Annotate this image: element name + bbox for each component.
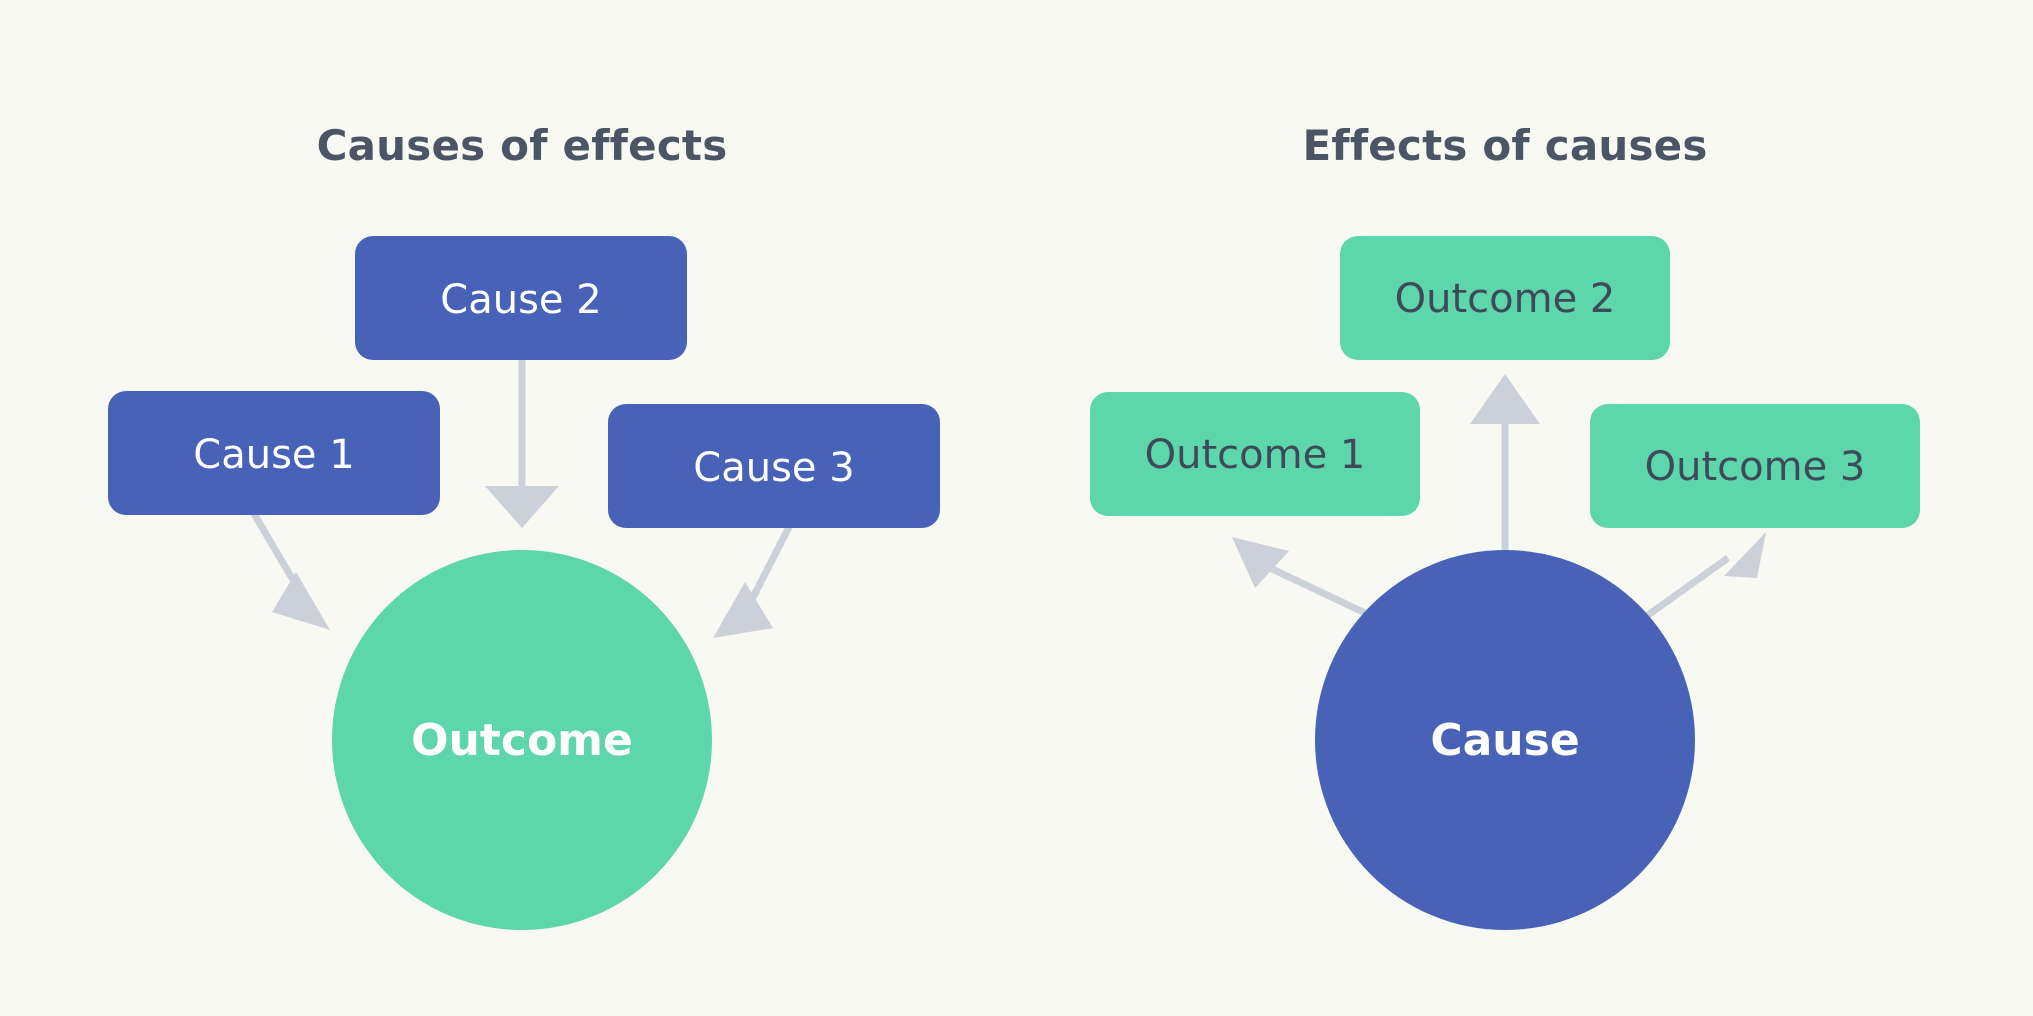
panel-title-effects-of-causes: Effects of causes [1302,121,1707,170]
arrow-line [1631,555,1731,628]
hub-label-outcome: Outcome [411,715,633,766]
arrow-head-icon [1470,374,1540,424]
node-box-shape[interactable] [1090,392,1420,516]
node-box-outcome-3[interactable]: Outcome 3 [1590,404,1920,528]
arrow-head-icon [1232,537,1289,588]
arrow-head-icon [1724,532,1766,578]
node-box-shape[interactable] [355,236,687,360]
arrow-cause-to-outcome2 [1470,374,1540,560]
node-box-shape[interactable] [1590,404,1920,528]
node-box-shape[interactable] [608,404,940,528]
hub-circle-shape[interactable] [332,550,712,930]
node-box-shape[interactable] [1340,236,1670,360]
node-label-outcome-2: Outcome 2 [1395,276,1616,322]
node-box-outcome-1[interactable]: Outcome 1 [1090,392,1420,516]
panel-causes-of-effects: Causes of effects Outcome [108,121,940,930]
node-box-shape[interactable] [108,391,440,515]
panel-title-causes-of-effects: Causes of effects [317,121,728,170]
node-label-outcome-3: Outcome 3 [1645,444,1866,490]
node-label-cause-3: Cause 3 [693,445,854,491]
node-label-outcome-1: Outcome 1 [1145,432,1366,478]
arrow-cause-to-outcome1 [1232,537,1382,624]
arrow-cause2-to-outcome [485,358,559,528]
arrow-cause3-to-outcome [713,523,794,638]
hub-circle-shape[interactable] [1315,550,1695,930]
hub-label-cause: Cause [1430,715,1579,766]
node-box-cause-3[interactable]: Cause 3 [608,404,940,528]
node-label-cause-1: Cause 1 [193,432,354,478]
arrow-line [1266,563,1382,624]
node-label-cause-2: Cause 2 [440,277,601,323]
node-box-cause-2[interactable]: Cause 2 [355,236,687,360]
hub-node-outcome[interactable]: Outcome [332,550,712,930]
node-box-outcome-2[interactable]: Outcome 2 [1340,236,1670,360]
arrow-head-icon [713,582,773,638]
node-box-cause-1[interactable]: Cause 1 [108,391,440,515]
arrow-cause-to-outcome3 [1631,532,1766,628]
hub-node-cause[interactable]: Cause [1315,550,1695,930]
panel-effects-of-causes: Effects of causes Cause [1090,121,1920,930]
arrow-head-icon [485,486,559,528]
arrow-head-icon [272,572,330,630]
arrow-cause1-to-outcome [249,510,330,630]
